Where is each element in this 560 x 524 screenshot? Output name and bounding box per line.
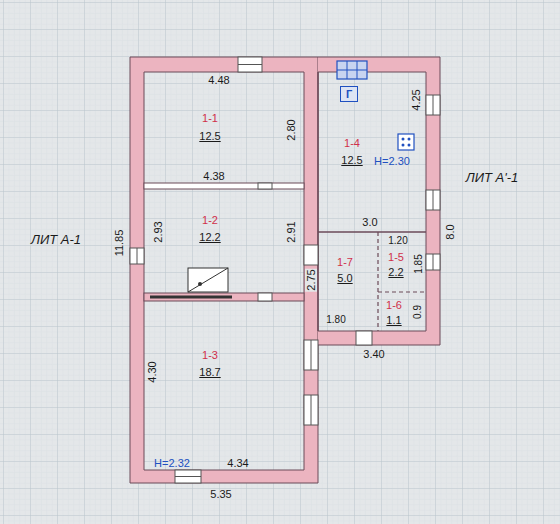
room-number: 1-6 <box>386 299 402 311</box>
partition <box>317 72 319 331</box>
dimension: Н=2.32 <box>153 457 191 469</box>
dimension: 2.93 <box>152 220 164 243</box>
dimension: 4.30 <box>146 360 158 383</box>
room: 1-3 18.7 <box>144 301 304 470</box>
dimension: 1.20 <box>387 235 408 247</box>
equipment-letter: Г <box>346 88 352 100</box>
room: 1-2 12.2 <box>144 189 304 293</box>
wall <box>318 57 440 345</box>
partition <box>318 231 426 233</box>
room-area: 1.1 <box>386 314 401 326</box>
partition <box>378 291 426 292</box>
room: 1-4 12.5 Г <box>318 72 426 232</box>
dimension: 3.0 <box>361 216 378 228</box>
room-area: 12.5 <box>341 154 362 166</box>
dimension: 2.75 <box>305 268 317 291</box>
room-number: 1-2 <box>202 214 218 226</box>
dimension: 0.9 <box>412 304 424 320</box>
dimension: 4.48 <box>207 74 230 86</box>
dimension: 4.34 <box>226 457 249 469</box>
building-name: ЛИТ А-1 <box>30 234 82 246</box>
room-area: 12.5 <box>199 130 220 142</box>
room-number: 1-1 <box>202 112 218 124</box>
partition <box>377 232 378 331</box>
wall <box>130 57 318 483</box>
dimension: Н=2.30 <box>373 155 411 167</box>
dimension: 11.85 <box>113 229 125 258</box>
equipment-box: Г <box>340 86 358 102</box>
room-number: 1-5 <box>388 251 404 263</box>
dimension: 2.91 <box>285 220 297 243</box>
stove-symbol <box>188 268 228 292</box>
partition <box>144 293 304 301</box>
dimension: 5.35 <box>209 488 232 500</box>
dimension: 4.38 <box>202 170 225 182</box>
room-number: 1-4 <box>344 137 360 149</box>
room: 1-1 12.5 <box>144 72 304 183</box>
building-name: ЛИТ А'-1 <box>465 172 519 184</box>
window <box>130 57 440 483</box>
partition <box>144 183 304 189</box>
room-area: 18.7 <box>199 366 220 378</box>
room-area: 12.2 <box>199 231 220 243</box>
room-number: 1-7 <box>337 256 353 268</box>
dimension: 1.80 <box>325 314 346 326</box>
cooker-icon <box>398 134 414 150</box>
dimension: 1.85 <box>413 253 425 274</box>
boiler-icon <box>337 61 367 79</box>
door <box>258 183 372 345</box>
dimension: 2.80 <box>285 118 297 141</box>
dimension: 3.40 <box>362 348 385 360</box>
dimension: 4.25 <box>410 88 422 111</box>
room-area: 2.2 <box>388 266 403 278</box>
flue <box>150 296 232 299</box>
dimension: 8.0 <box>444 223 456 240</box>
room-number: 1-3 <box>202 349 218 361</box>
room-area: 5.0 <box>337 272 352 284</box>
wall-outline <box>318 57 440 345</box>
